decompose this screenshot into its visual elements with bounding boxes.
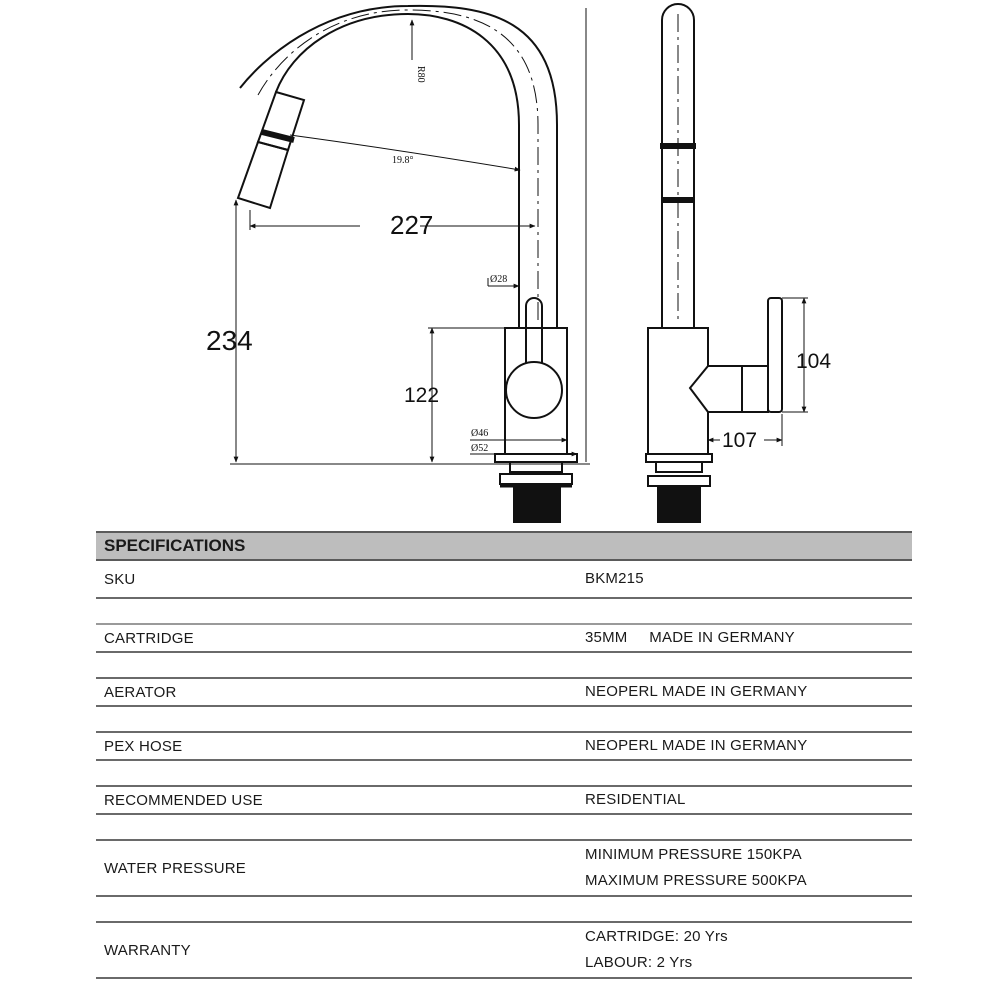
- specifications-title: SPECIFICATIONS: [96, 531, 912, 561]
- spec-label: AERATOR: [104, 683, 177, 701]
- angle-label: 19.8°: [392, 155, 414, 166]
- spec-value: 35MM MADE IN GERMANY: [585, 625, 912, 651]
- spec-value-line: NEOPERL MADE IN GERMANY: [585, 737, 808, 754]
- spec-row-pex-hose: PEX HOSE NEOPERL MADE IN GERMANY: [96, 733, 912, 761]
- spec-value: NEOPERL MADE IN GERMANY: [585, 679, 912, 705]
- spec-label: WATER PRESSURE: [104, 859, 246, 877]
- front-view-dimensions: [707, 297, 808, 446]
- lever-depth-dimension: 107: [722, 429, 757, 452]
- spec-value-line: 35MM MADE IN GERMANY: [585, 629, 795, 646]
- spec-label: RECOMMENDED USE: [104, 791, 263, 809]
- spec-value: MINIMUM PRESSURE 150KPA MAXIMUM PRESSURE…: [585, 842, 912, 894]
- body-height-dimension: 122: [404, 384, 439, 407]
- spec-value: BKM215: [585, 566, 912, 592]
- spec-value-line: NEOPERL MADE IN GERMANY: [585, 683, 808, 700]
- spec-value-line: MAXIMUM PRESSURE 500KPA: [585, 872, 807, 889]
- spec-label: PEX HOSE: [104, 737, 183, 755]
- spec-value: RESIDENTIAL: [585, 787, 912, 813]
- row-separator: [96, 653, 912, 679]
- height-dimension: 234: [206, 325, 253, 356]
- radius-label: R80: [415, 66, 426, 83]
- row-separator: [96, 897, 912, 923]
- spec-row-aerator: AERATOR NEOPERL MADE IN GERMANY: [96, 679, 912, 707]
- specifications-table: SPECIFICATIONS SKU BKM215 CARTRIDGE 35MM…: [96, 531, 912, 979]
- side-view: [236, 4, 578, 523]
- spec-value-line: RESIDENTIAL: [585, 791, 686, 808]
- front-view: [645, 3, 783, 523]
- technical-drawing: 227 234 122 Ø28 Ø46 Ø52 19.8° R80 104 10…: [206, 3, 831, 523]
- base-outer-diameter-label: Ø52: [471, 443, 488, 454]
- spec-value-line: BKM215: [585, 570, 644, 587]
- spec-row-warranty: WARRANTY CARTRIDGE: 20 Yrs LABOUR: 2 Yrs: [96, 923, 912, 979]
- spec-row-recommended-use: RECOMMENDED USE RESIDENTIAL: [96, 787, 912, 815]
- spec-value-line: CARTRIDGE: 20 Yrs: [585, 928, 728, 945]
- spec-value: CARTRIDGE: 20 Yrs LABOUR: 2 Yrs: [585, 924, 912, 976]
- spec-label: CARTRIDGE: [104, 629, 194, 647]
- spec-label: SKU: [104, 570, 136, 588]
- spec-value-line: LABOUR: 2 Yrs: [585, 954, 693, 971]
- reach-dimension: 227: [390, 210, 433, 240]
- spec-label: WARRANTY: [104, 941, 191, 959]
- spout-diameter-label: Ø28: [490, 274, 507, 285]
- spec-row-sku: SKU BKM215: [96, 561, 912, 599]
- spec-value-line: MINIMUM PRESSURE 150KPA: [585, 846, 802, 863]
- row-separator: [96, 761, 912, 787]
- row-separator: [96, 599, 912, 625]
- row-separator: [96, 815, 912, 841]
- spec-value: NEOPERL MADE IN GERMANY: [585, 733, 912, 759]
- spec-row-water-pressure: WATER PRESSURE MINIMUM PRESSURE 150KPA M…: [96, 841, 912, 897]
- side-view-dimensions: [230, 8, 590, 465]
- lever-height-dimension: 104: [796, 350, 831, 373]
- row-separator: [96, 707, 912, 733]
- base-inner-diameter-label: Ø46: [471, 428, 488, 439]
- spec-row-cartridge: CARTRIDGE 35MM MADE IN GERMANY: [96, 625, 912, 653]
